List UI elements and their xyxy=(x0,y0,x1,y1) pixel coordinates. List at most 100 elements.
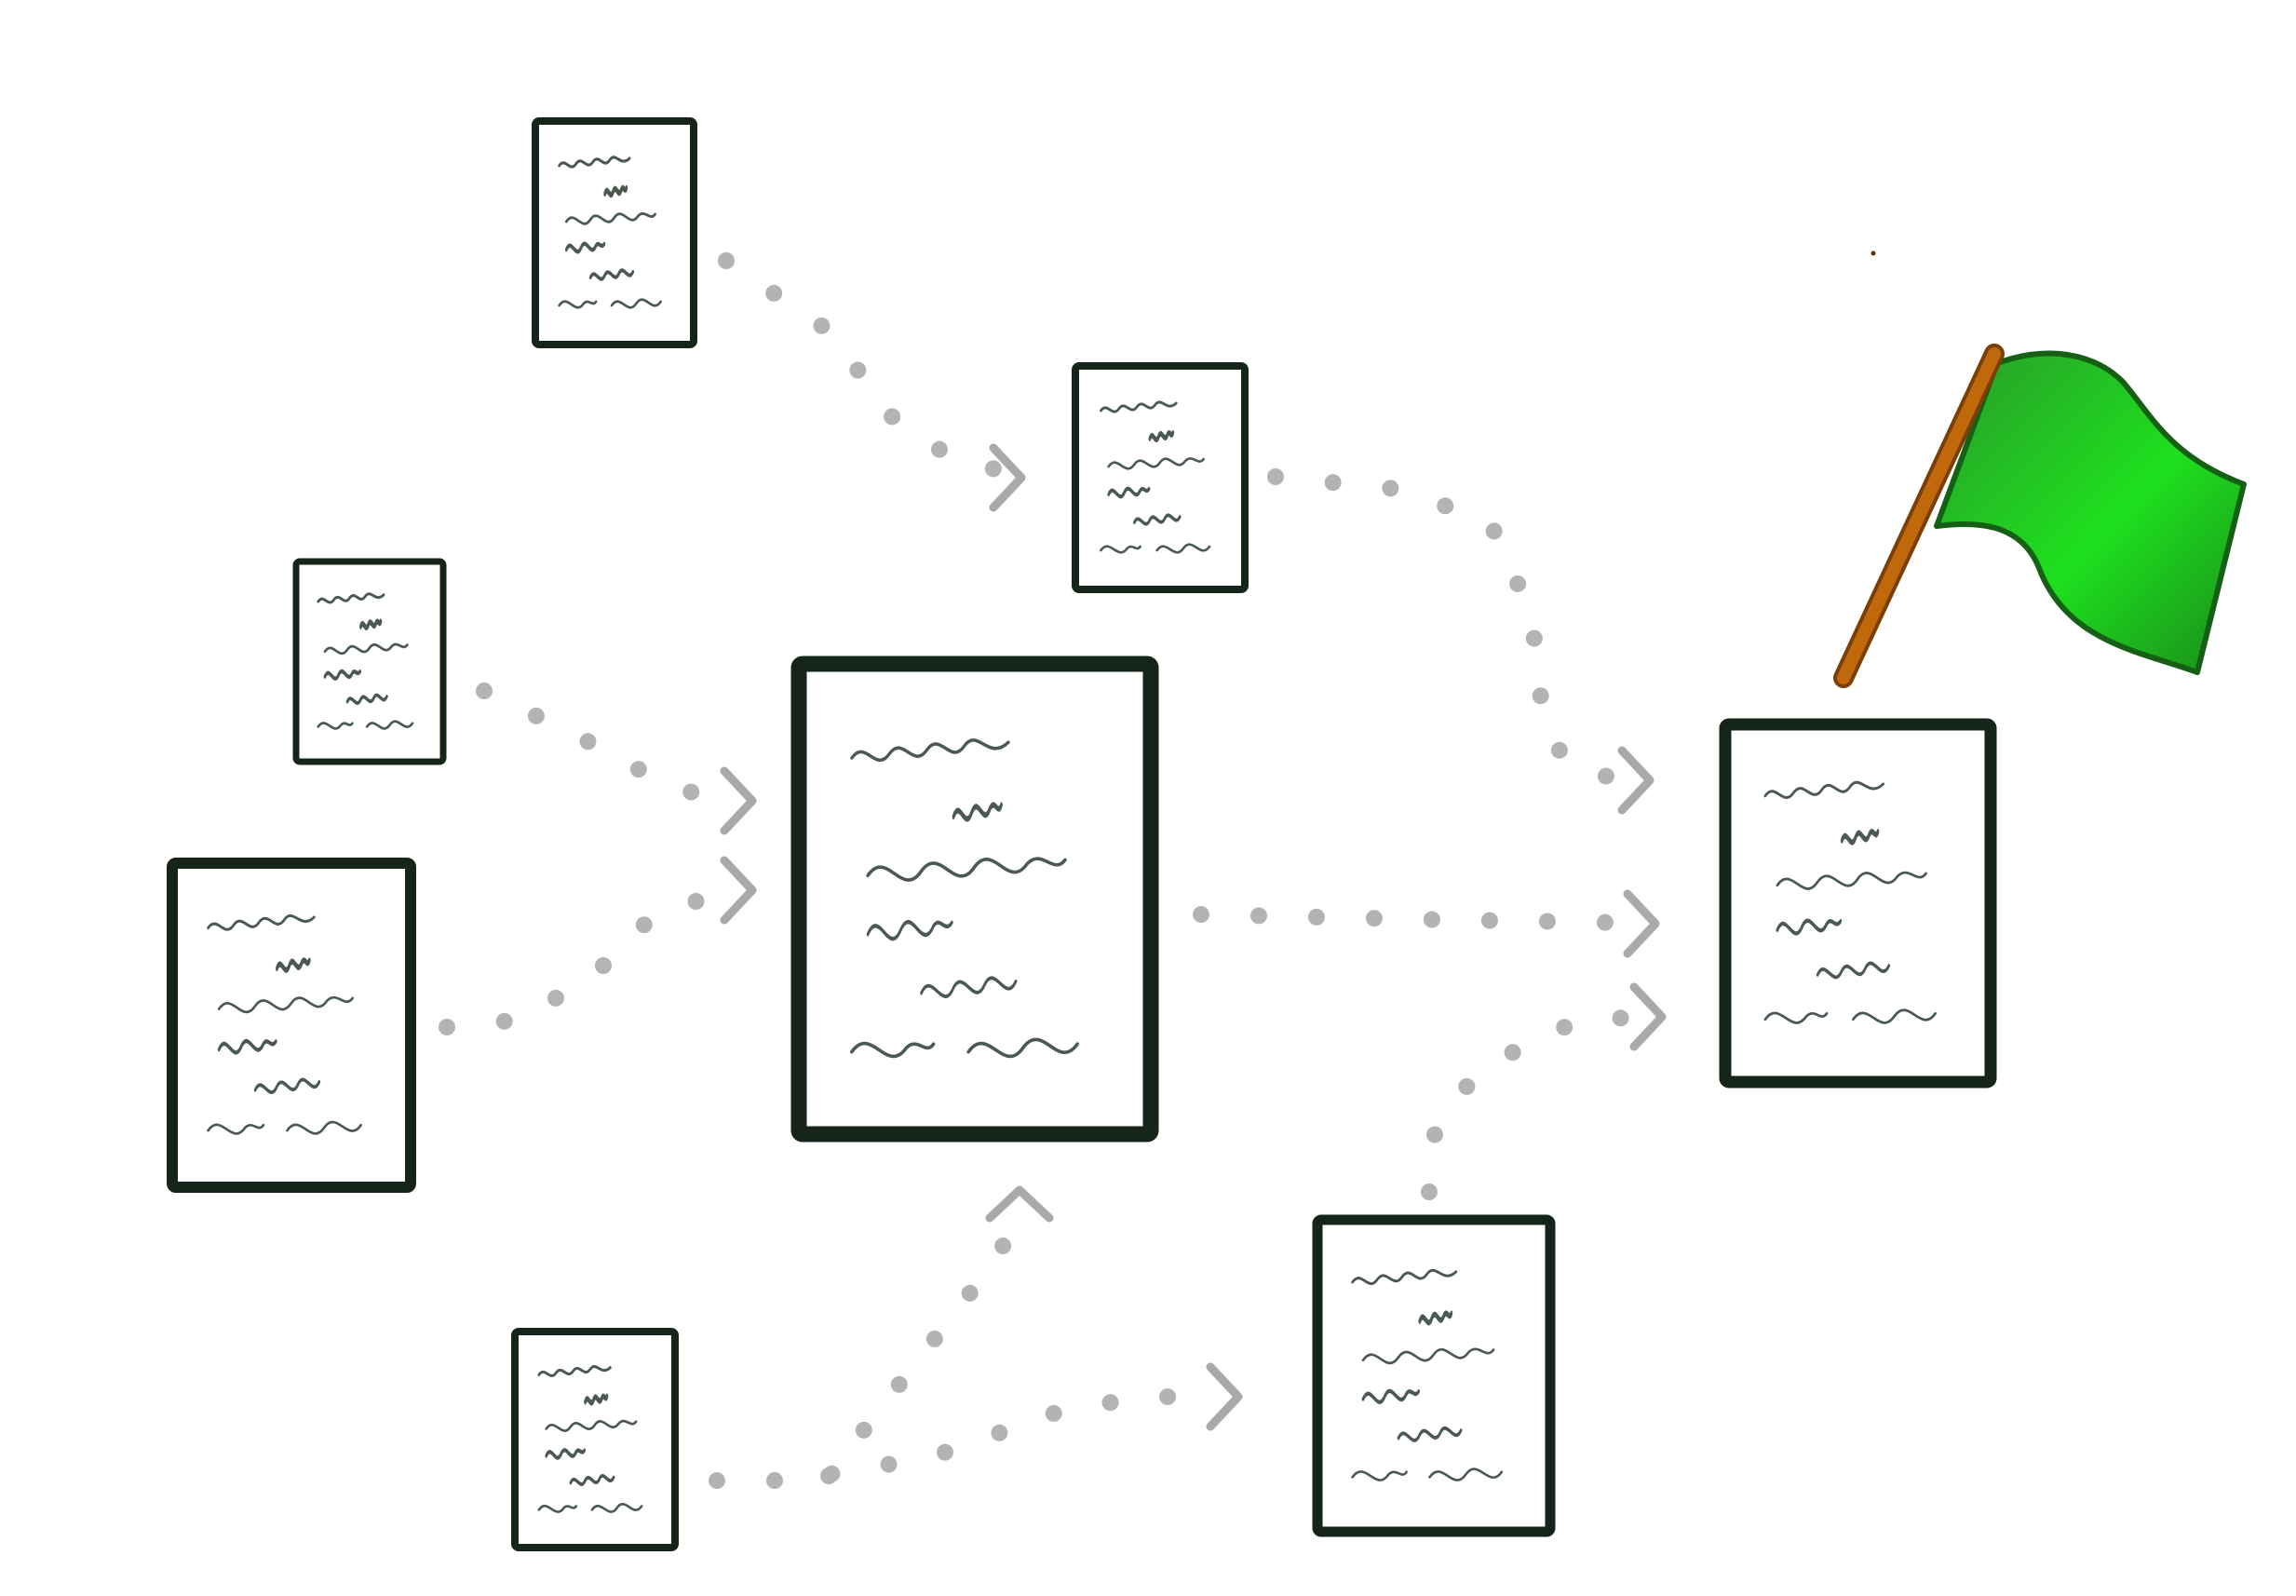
handwriting-scribble xyxy=(359,618,383,630)
connector-dot xyxy=(1324,474,1342,492)
connector-dot xyxy=(765,284,783,302)
handwriting-scribble xyxy=(1133,513,1182,526)
connector-dot xyxy=(823,1465,841,1482)
document-frame xyxy=(511,1328,679,1551)
handwriting-scribble xyxy=(276,957,311,973)
handwriting-scribble xyxy=(850,738,1010,763)
connector-dot xyxy=(880,1455,898,1473)
connector-doc-bottom-right-to-doc-goal xyxy=(1421,982,1667,1200)
handwriting-scribble xyxy=(952,802,1003,822)
arrowhead-chevron-icon xyxy=(1617,746,1654,815)
connector-dot xyxy=(1249,907,1267,925)
document-top-left xyxy=(532,117,697,348)
connector-dot xyxy=(579,733,597,751)
handwriting-scribble xyxy=(1361,1347,1495,1365)
arrowhead-chevron-icon xyxy=(720,766,757,835)
connector-dot xyxy=(629,761,647,778)
connector-dot xyxy=(890,1375,908,1393)
handwriting-scribble xyxy=(207,1120,362,1135)
connector-dot xyxy=(687,893,705,911)
connector-dot xyxy=(1597,767,1614,785)
handwriting-scribble xyxy=(207,913,316,931)
document-goal xyxy=(1719,718,1997,1089)
handwriting-scribble xyxy=(1816,961,1891,980)
handwriting-scribble xyxy=(217,1038,277,1055)
handwriting-scribble xyxy=(1763,780,1884,800)
connector-dot xyxy=(1425,1126,1443,1143)
handwriting-scribble xyxy=(1351,1268,1458,1286)
handwriting-scribble xyxy=(217,995,354,1014)
document-frame xyxy=(790,656,1159,1143)
connector-dot xyxy=(1267,468,1284,485)
connector-dot xyxy=(495,1012,513,1030)
connector-dot xyxy=(1382,480,1399,497)
connector-dot xyxy=(1423,911,1440,928)
connector-dot xyxy=(1596,913,1614,931)
handwriting-scribble xyxy=(565,241,606,254)
handwriting-scribble xyxy=(345,693,388,705)
connector-dot xyxy=(1458,1077,1476,1095)
handwriting-scribble xyxy=(850,1037,1079,1059)
connector-dot xyxy=(709,1472,725,1489)
handwriting-scribble xyxy=(588,268,635,281)
arrowhead-chevron-icon xyxy=(1623,889,1660,958)
document-frame xyxy=(292,558,447,765)
connector-dot xyxy=(1437,497,1454,515)
handwriting-scribble xyxy=(920,976,1018,998)
connector-dot xyxy=(1480,912,1498,929)
handwriting-scribble xyxy=(253,1077,321,1094)
connector-doc-center-to-doc-goal xyxy=(1193,889,1660,958)
handwriting-scribble xyxy=(317,720,414,730)
connector-doc-bottom-left-to-doc-bottom-right xyxy=(709,1362,1243,1489)
connector-dot xyxy=(527,707,545,724)
connector-dot xyxy=(1045,1404,1062,1422)
connector-dot xyxy=(1550,741,1568,759)
handwriting-scribble xyxy=(323,669,361,681)
connector-dot xyxy=(1538,913,1556,930)
handwriting-scribble xyxy=(1776,918,1843,936)
connector-dot xyxy=(937,1443,954,1461)
handwriting-scribble xyxy=(1107,457,1205,470)
connector-dot xyxy=(635,916,653,934)
handwriting-scribble xyxy=(545,1419,638,1432)
connector-dot xyxy=(1307,908,1325,926)
connector-dot xyxy=(1193,906,1209,923)
connector-dot xyxy=(994,1238,1012,1255)
handwriting-scribble xyxy=(1763,1008,1937,1024)
connector-dot xyxy=(991,1424,1008,1441)
connector-dot xyxy=(439,1019,455,1035)
handwriting-scribble xyxy=(323,642,409,656)
connector-dot xyxy=(1556,1019,1573,1036)
document-frame xyxy=(1312,1214,1556,1537)
connector-dot xyxy=(1485,522,1503,540)
green-flag-icon xyxy=(1833,250,2247,688)
arrowhead-chevron-icon xyxy=(985,1185,1054,1223)
arrowhead-chevron-icon xyxy=(989,443,1026,512)
arrowhead-chevron-icon xyxy=(1629,982,1667,1051)
document-frame xyxy=(532,117,697,348)
handwriting-scribble xyxy=(1100,400,1178,413)
handwriting-scribble xyxy=(603,184,628,198)
connector-dot xyxy=(1159,1388,1177,1405)
connector-doc-top-center-to-doc-goal xyxy=(1267,468,1654,815)
connector-dot xyxy=(682,783,700,801)
connector-dot xyxy=(1532,687,1549,705)
handwriting-scribble xyxy=(866,920,953,941)
connector-dot xyxy=(930,440,948,458)
connector-dot xyxy=(594,957,612,975)
handwriting-scribble xyxy=(1397,1426,1463,1442)
handwriting-scribble xyxy=(558,298,662,309)
connector-dot xyxy=(925,1330,943,1347)
connector-dot xyxy=(849,361,867,379)
handwriting-scribble xyxy=(1361,1388,1420,1404)
handwriting-scribble xyxy=(1776,871,1927,890)
connector-doc-top-left-to-doc-top-center xyxy=(718,252,1026,512)
document-left-large xyxy=(167,858,416,1193)
handwriting-scribble xyxy=(1100,543,1211,554)
handwriting-scribble xyxy=(558,156,631,169)
connector-dot xyxy=(1509,575,1527,592)
arrowhead-chevron-icon xyxy=(1206,1362,1243,1431)
connector-dot xyxy=(1101,1394,1119,1412)
document-bottom-left xyxy=(511,1328,679,1551)
